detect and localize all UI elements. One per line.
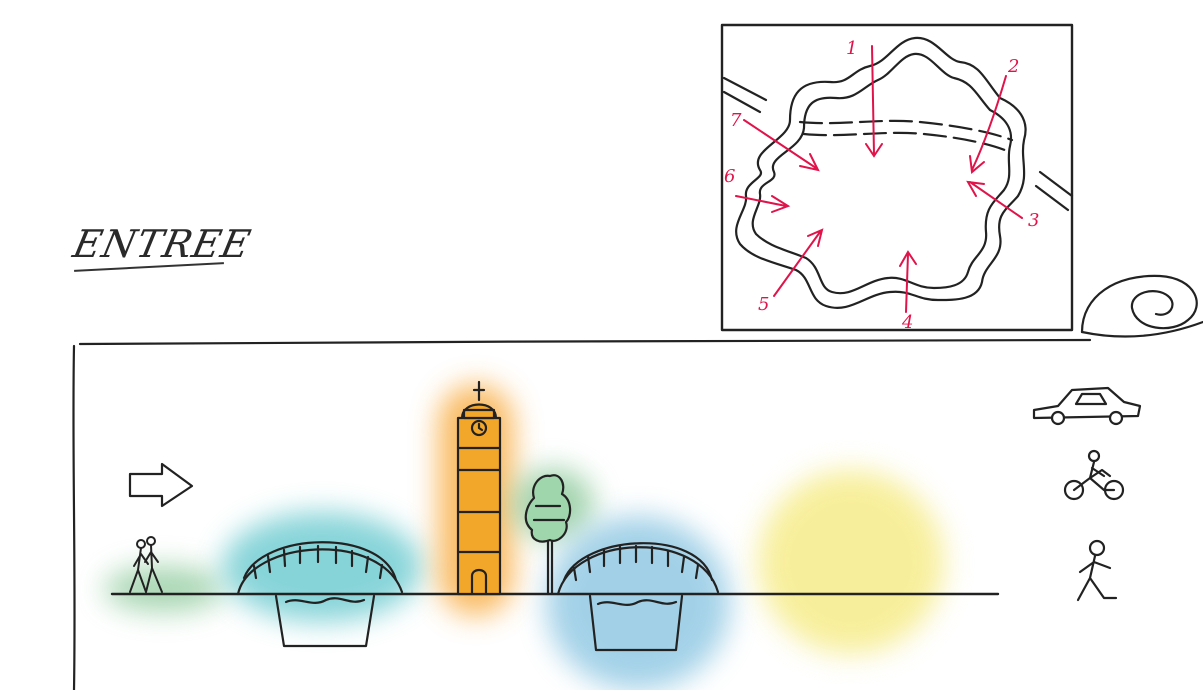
scene-panel-left (73, 346, 74, 690)
car-icon (1034, 388, 1140, 424)
arrow-label-5: 5 (758, 294, 769, 315)
arrow-label-7: 7 (730, 110, 742, 131)
arrow-label-6: 6 (724, 166, 735, 187)
right-bridge (558, 543, 718, 650)
entrance-arrow-icon (130, 464, 192, 506)
arrow-5 (774, 230, 822, 296)
walkers-icon (130, 537, 162, 592)
arrow-4 (900, 252, 916, 312)
arrow-label-4: 4 (901, 312, 913, 333)
bicycle-icon (1065, 451, 1123, 499)
city-map-inset (722, 25, 1072, 330)
clock-tower (458, 382, 500, 594)
arrow-label-2: 2 (1007, 56, 1019, 77)
scroll-curl (1082, 276, 1197, 332)
arrow-numbers: 1 2 3 4 5 6 7 (724, 38, 1039, 333)
entry-arrows (736, 46, 1022, 312)
arrow-7 (744, 120, 818, 170)
scene-panel-top (80, 340, 1090, 344)
ring-road-inner (753, 54, 1011, 293)
arrow-label-1: 1 (846, 38, 857, 59)
inner-road (800, 121, 1012, 140)
arrow-label-3: 3 (1028, 210, 1039, 231)
walking-person-icon (1078, 541, 1116, 600)
tree-icon (526, 475, 570, 594)
